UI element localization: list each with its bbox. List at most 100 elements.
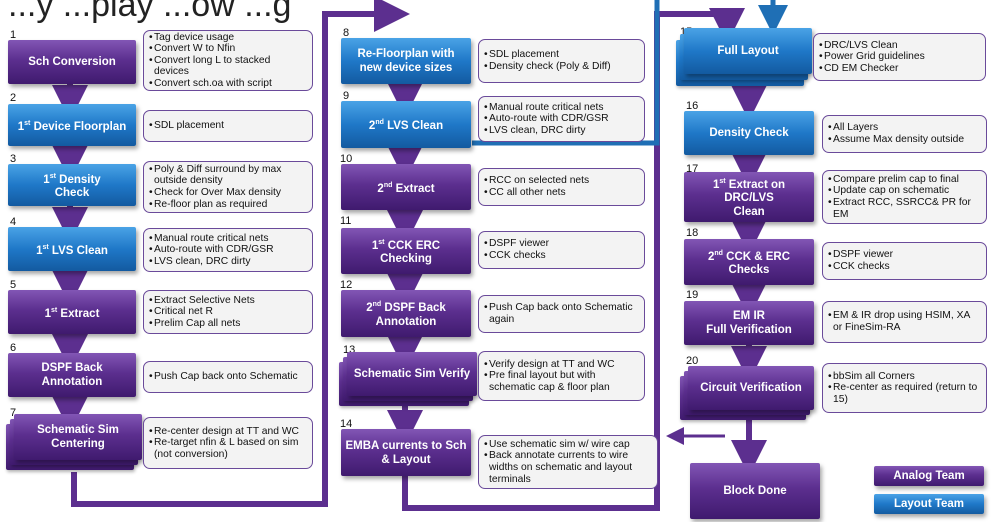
note-item: LVS clean, DRC dirty — [484, 125, 609, 137]
step-label: Schematic Sim Verify — [347, 352, 477, 396]
notes-emba-currents: Use schematic sim w/ wire capBack annota… — [478, 435, 658, 489]
notes-circuit-verification: bbSim all CornersRe-center as required (… — [822, 363, 987, 413]
note-item: CC all other nets — [484, 187, 589, 199]
note-item: Update cap on schematic — [828, 185, 981, 197]
note-item: SDL placement — [149, 120, 224, 132]
step-label: Circuit Verification — [688, 366, 814, 410]
step-label: Full Layout — [684, 28, 812, 74]
notes-schematic-sim-centering: Re-center design at TT and WCRe-target n… — [143, 417, 313, 469]
notes-cck-erc-checks-2: DSPF viewerCCK checks — [822, 242, 987, 280]
note-item: Critical net R — [149, 306, 255, 318]
notes-cck-erc-checking: DSPF viewerCCK checks — [478, 231, 645, 269]
note-item: Re-center design at TT and WC — [149, 426, 307, 438]
step-number: 4 — [10, 216, 17, 228]
notes-extract-2: RCC on selected netsCC all other nets — [478, 168, 645, 206]
step-dspf-back-annotation[interactable]: DSPF Back Annotation — [8, 353, 136, 397]
step-number: 1 — [10, 29, 17, 41]
step-label: 1st LVS Clean — [36, 243, 108, 257]
page-title: ...y ...play ...ow ...g — [8, 0, 292, 24]
notes-em-ir-verification: EM & IR drop using HSIM, XA or FineSim-R… — [822, 301, 987, 343]
step-density-check[interactable]: Density Check — [684, 111, 814, 155]
notes-lvs-clean-2: Manual route critical netsAuto-route wit… — [478, 96, 645, 142]
note-item: CD EM Checker — [819, 63, 925, 75]
step-number: 16 — [686, 100, 699, 112]
step-number: 8 — [343, 27, 350, 39]
note-item: Verify design at TT and WC — [484, 359, 639, 371]
note-item: Check for Over Max density — [149, 187, 307, 199]
note-item: Convert sch.oa with script — [149, 78, 307, 90]
step-cck-erc-checks-2[interactable]: 2nd CCK & ERC Checks — [684, 239, 814, 285]
note-item: Assume Max density outside — [828, 134, 964, 146]
note-item: Tag device usage — [149, 32, 307, 44]
note-item: DSPF viewer — [828, 249, 893, 261]
step-number: 12 — [340, 279, 353, 291]
step-extract-2[interactable]: 2nd Extract — [341, 164, 471, 210]
step-label: 1st Device Floorplan — [17, 119, 127, 133]
step-refloorplan[interactable]: Re-Floorplan with new device sizes — [341, 38, 471, 84]
note-item: Compare prelim cap to final — [828, 174, 981, 186]
note-item: Density check (Poly & Diff) — [484, 61, 611, 73]
step-emba-currents[interactable]: EMBA currents to Sch & Layout — [341, 429, 471, 476]
step-label: 2nd LVS Clean — [368, 119, 444, 132]
notes-full-layout: DRC/LVS CleanPower Grid guidelinesCD EM … — [813, 33, 986, 81]
step-number: 5 — [10, 279, 17, 291]
step-label: Schematic Sim Centering — [14, 414, 142, 460]
note-item: Manual route critical nets — [149, 233, 274, 245]
step-number: 20 — [686, 355, 699, 367]
legend-layout-team: Layout Team — [874, 494, 984, 514]
step-number: 10 — [340, 153, 353, 165]
legend-analog-team: Analog Team — [874, 466, 984, 486]
step-full-layout[interactable]: Full Layout — [676, 28, 814, 88]
note-item: EM & IR drop using HSIM, XA or FineSim-R… — [828, 310, 981, 333]
note-item: Push Cap back onto Schematic again — [484, 302, 639, 325]
step-schematic-sim-verify[interactable]: Schematic Sim Verify — [339, 352, 477, 408]
note-item: CCK checks — [828, 261, 893, 273]
step-number: 11 — [340, 215, 352, 227]
step-sch-conversion[interactable]: Sch Conversion — [8, 40, 136, 84]
note-item: Convert W to Nfin — [149, 43, 307, 55]
step-schematic-sim-centering[interactable]: Schematic Sim Centering — [6, 414, 142, 474]
step-number: 7 — [10, 407, 17, 419]
note-item: Back annotate currents to wire widths on… — [484, 450, 652, 485]
note-item: Re-target nfin & L based on sim (not con… — [149, 437, 307, 460]
notes-density-check-1: Poly & Diff surround by max outside dens… — [143, 161, 313, 213]
notes-refloorplan: SDL placementDensity check (Poly & Diff) — [478, 39, 645, 83]
step-extract-1[interactable]: 1st Extract — [8, 290, 136, 334]
step-number: 19 — [686, 289, 699, 301]
step-number: 2 — [10, 92, 17, 104]
note-item: RCC on selected nets — [484, 175, 589, 187]
step-cck-erc-checking[interactable]: 1st CCK ERC Checking — [341, 228, 471, 274]
note-item: DRC/LVS Clean — [819, 40, 925, 52]
note-item: Extract RCC, SSRCC& PR for EM — [828, 197, 981, 220]
notes-sch-conversion: Tag device usageConvert W to NfinConvert… — [143, 30, 313, 91]
note-item: LVS clean, DRC dirty — [149, 256, 274, 268]
note-item: Use schematic sim w/ wire cap — [484, 439, 652, 451]
note-item: bbSim all Corners — [828, 371, 981, 383]
step-lvs-clean-2[interactable]: 2nd LVS Clean — [341, 101, 471, 148]
step-label: 1st Extract — [44, 306, 100, 320]
step-circuit-verification[interactable]: Circuit Verification — [680, 366, 816, 422]
note-item: Pre final layout but with schematic cap … — [484, 370, 639, 393]
step-lvs-clean-1[interactable]: 1st LVS Clean — [8, 227, 136, 271]
note-item: Extract Selective Nets — [149, 295, 255, 307]
step-number: 13 — [343, 344, 356, 356]
notes-dspf-back-annotation: Push Cap back onto Schematic — [143, 361, 313, 393]
step-label: 2nd Extract — [377, 181, 435, 195]
note-item: Re-center as required (return to 15) — [828, 382, 981, 405]
note-item: Auto-route with CDR/GSR — [484, 113, 609, 125]
step-device-floorplan[interactable]: 1st Device Floorplan — [8, 104, 136, 146]
step-number: 17 — [686, 163, 699, 175]
step-block-done[interactable]: Block Done — [690, 463, 820, 519]
step-number: 3 — [10, 153, 17, 165]
note-item: Push Cap back onto Schematic — [149, 371, 298, 383]
step-number: 14 — [340, 418, 353, 430]
